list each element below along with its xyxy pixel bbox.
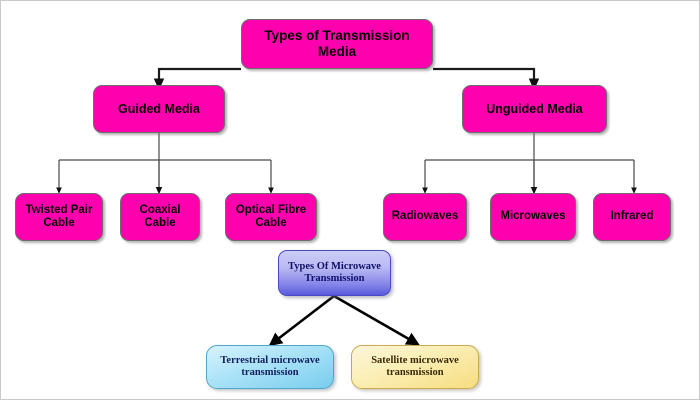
node-coaxial-cable[interactable]: Coaxial Cable (120, 193, 200, 241)
node-microwave-transmission-types-label: Types Of Microwave Transmission (288, 260, 381, 284)
node-microwaves-label: Microwaves (500, 210, 566, 223)
connector-root-to-unguided (433, 67, 540, 91)
node-radiowaves[interactable]: Radiowaves (383, 193, 467, 241)
node-terrestrial-microwave-label: Terrestrial microwave transmission (220, 354, 320, 378)
node-root-label: Types of Transmission Media (264, 28, 410, 59)
node-guided-media-label: Guided Media (118, 101, 200, 116)
node-satellite-microwave-label: Satellite microwave transmission (371, 354, 459, 378)
node-microwaves[interactable]: Microwaves (490, 193, 576, 241)
node-terrestrial-microwave[interactable]: Terrestrial microwave transmission (206, 345, 334, 389)
node-twisted-pair-cable-label: Twisted Pair Cable (25, 203, 93, 229)
node-unguided-media[interactable]: Unguided Media (462, 85, 607, 133)
node-microwave-transmission-types[interactable]: Types Of Microwave Transmission (278, 250, 391, 296)
node-infrared-label: Infrared (610, 210, 654, 223)
connector-root-to-guided (153, 67, 241, 91)
node-optical-fibre-cable-label: Optical Fibre Cable (235, 203, 307, 229)
connector-unguided-branch (422, 133, 637, 195)
node-optical-fibre-cable[interactable]: Optical Fibre Cable (225, 193, 317, 241)
node-radiowaves-label: Radiowaves (391, 210, 459, 223)
node-coaxial-cable-label: Coaxial Cable (139, 203, 181, 229)
node-satellite-microwave[interactable]: Satellite microwave transmission (351, 345, 479, 389)
connector-guided-branch (56, 133, 274, 195)
node-unguided-media-label: Unguided Media (486, 101, 583, 116)
connector-microwave-split (268, 294, 420, 347)
node-infrared[interactable]: Infrared (593, 193, 671, 241)
node-guided-media[interactable]: Guided Media (93, 85, 225, 133)
node-twisted-pair-cable[interactable]: Twisted Pair Cable (15, 193, 103, 241)
node-root[interactable]: Types of Transmission Media (241, 19, 433, 69)
